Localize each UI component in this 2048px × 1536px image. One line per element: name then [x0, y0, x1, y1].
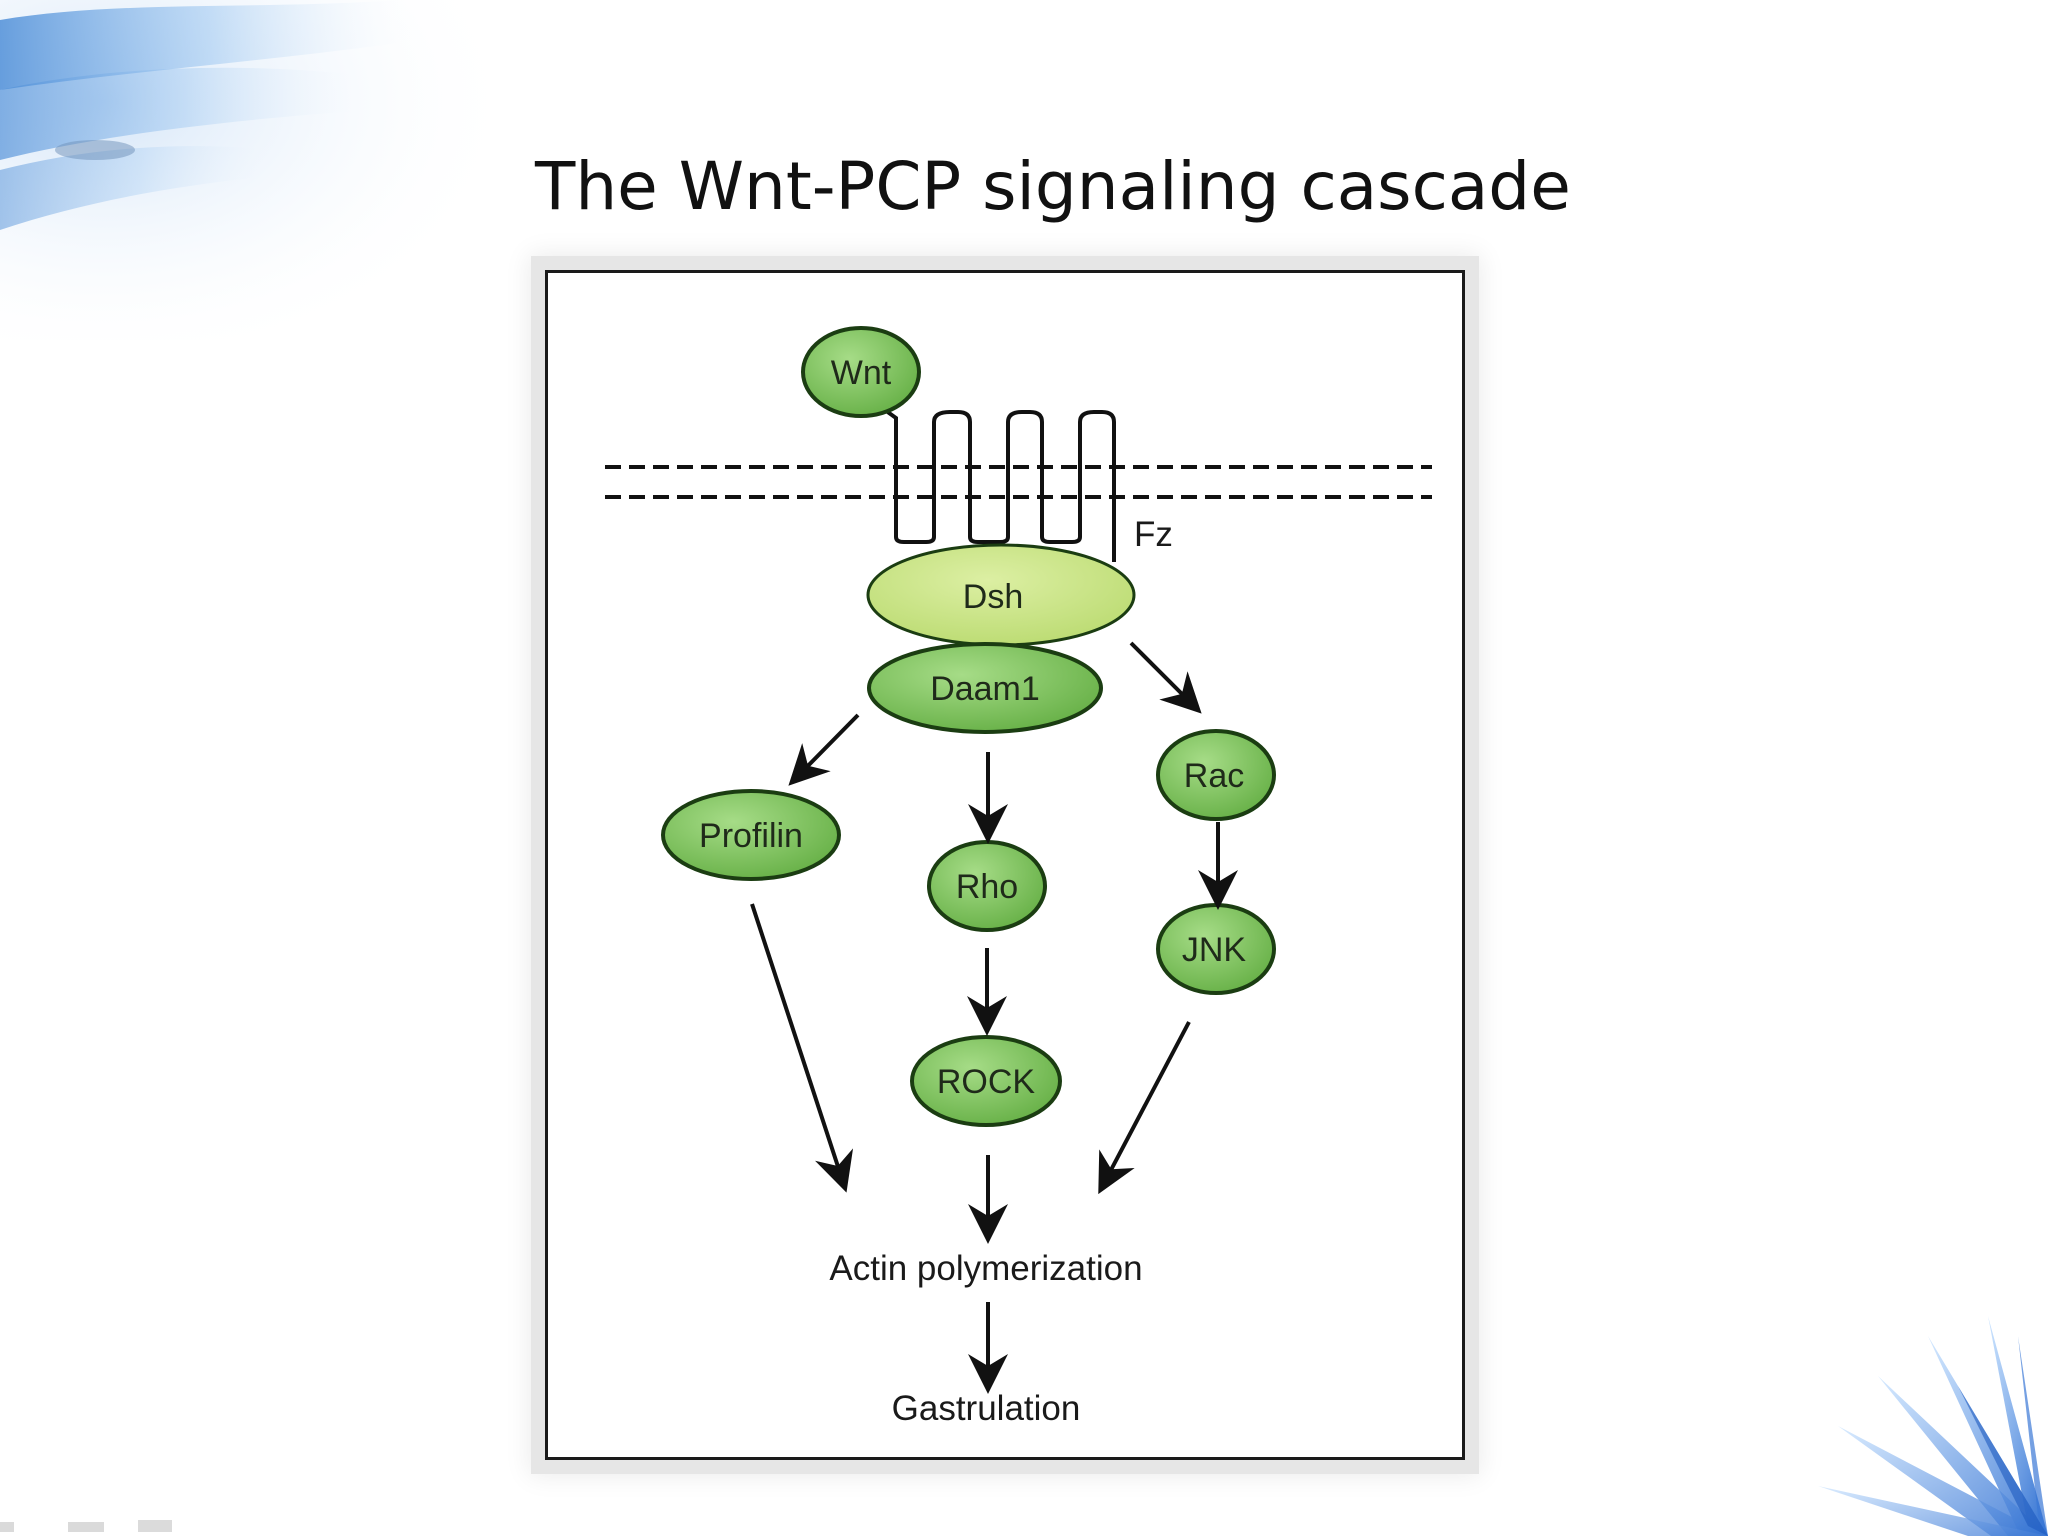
- node-jnk: JNK: [1156, 903, 1276, 995]
- fz-label: Fz: [1134, 515, 1173, 554]
- profilin-label: Profilin: [699, 817, 803, 855]
- node-rock: ROCK: [910, 1035, 1062, 1127]
- slide-title: The Wnt-PCP signaling cascade: [535, 148, 1571, 225]
- footer-faint-icons: [0, 1520, 172, 1532]
- node-dsh: Dsh: [866, 543, 1136, 647]
- arrows: [750, 641, 1238, 1394]
- wnt-label: Wnt: [831, 354, 892, 392]
- node-rho: Rho: [927, 840, 1047, 932]
- jnk-label: JNK: [1182, 931, 1247, 969]
- node-wnt: Wnt: [801, 326, 921, 418]
- arrow-dsh-rac: [1129, 641, 1202, 714]
- rho-label: Rho: [956, 868, 1018, 906]
- node-profilin: Profilin: [661, 789, 841, 881]
- rock-label: ROCK: [937, 1063, 1036, 1101]
- arrow-jnk-actin: [1098, 1021, 1191, 1195]
- fz-receptor: [876, 403, 1116, 562]
- arrow-daam1-profilin: [788, 713, 860, 786]
- daam1-label: Daam1: [930, 670, 1040, 708]
- node-daam1: Daam1: [867, 642, 1103, 734]
- flower-decoration: [1818, 1316, 2048, 1536]
- arrow-profilin-actin: [750, 903, 854, 1193]
- brush-stroke-decoration: [0, 0, 520, 340]
- gastrulation-label: Gastrulation: [892, 1389, 1081, 1428]
- dsh-label: Dsh: [963, 578, 1023, 616]
- cell-membrane: [605, 465, 1432, 499]
- actin-polymerization-label: Actin polymerization: [829, 1249, 1142, 1288]
- rac-label: Rac: [1184, 757, 1244, 795]
- node-rac: Rac: [1156, 729, 1276, 821]
